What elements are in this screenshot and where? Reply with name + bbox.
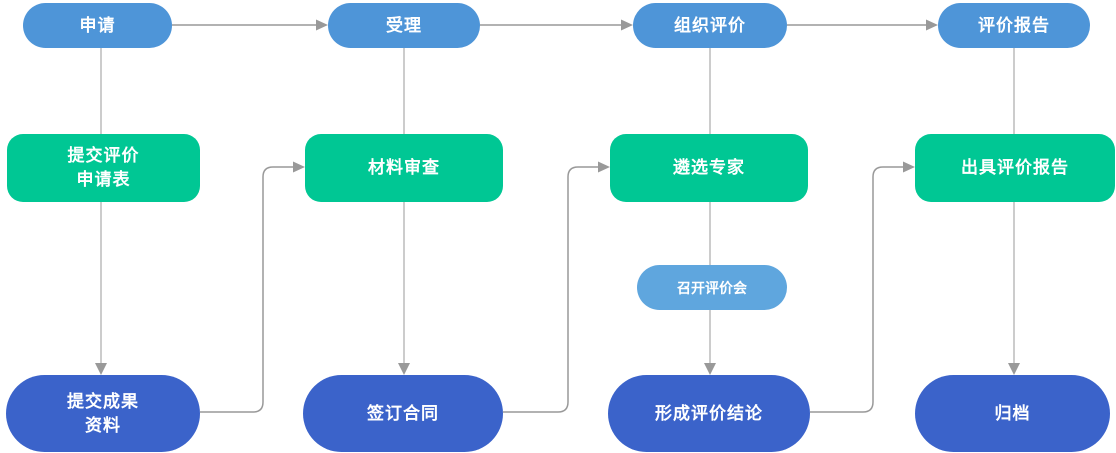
arrowhead-icon	[621, 19, 633, 31]
connector-signcontract-selectexperts	[503, 166, 598, 413]
node-evaluation-report: 评价报告	[938, 3, 1090, 48]
node-select-experts: 遴选专家	[610, 134, 808, 202]
node-issue-evaluation-report: 出具评价报告	[915, 134, 1115, 202]
connector-lines	[100, 24, 1015, 413]
node-hold-evaluation-meeting: 召开评价会	[637, 265, 787, 310]
arrowhead-icon	[316, 19, 328, 31]
node-submit-application-form: 提交评价 申请表	[7, 134, 200, 202]
node-sign-contract: 签订合同	[303, 375, 503, 452]
node-form-evaluation-conclusion: 形成评价结论	[608, 375, 810, 452]
node-apply: 申请	[23, 3, 172, 48]
node-archive: 归档	[915, 375, 1110, 452]
arrowhead-icon	[95, 363, 107, 375]
arrowhead-icon	[293, 161, 305, 173]
arrowhead-icon	[903, 161, 915, 173]
arrowheads	[95, 19, 1020, 375]
arrowhead-icon	[398, 363, 410, 375]
connector-submitmaterials-materialreview	[200, 166, 293, 413]
node-accept: 受理	[328, 3, 480, 48]
node-material-review: 材料审查	[305, 134, 503, 202]
arrowhead-icon	[598, 161, 610, 173]
node-submit-achievement-materials: 提交成果 资料	[6, 375, 200, 452]
connector-formconclusion-issuereport	[810, 166, 903, 413]
node-organize-evaluation: 组织评价	[633, 3, 787, 48]
arrowhead-icon	[1008, 363, 1020, 375]
arrowhead-icon	[926, 19, 938, 31]
arrowhead-icon	[704, 363, 716, 375]
